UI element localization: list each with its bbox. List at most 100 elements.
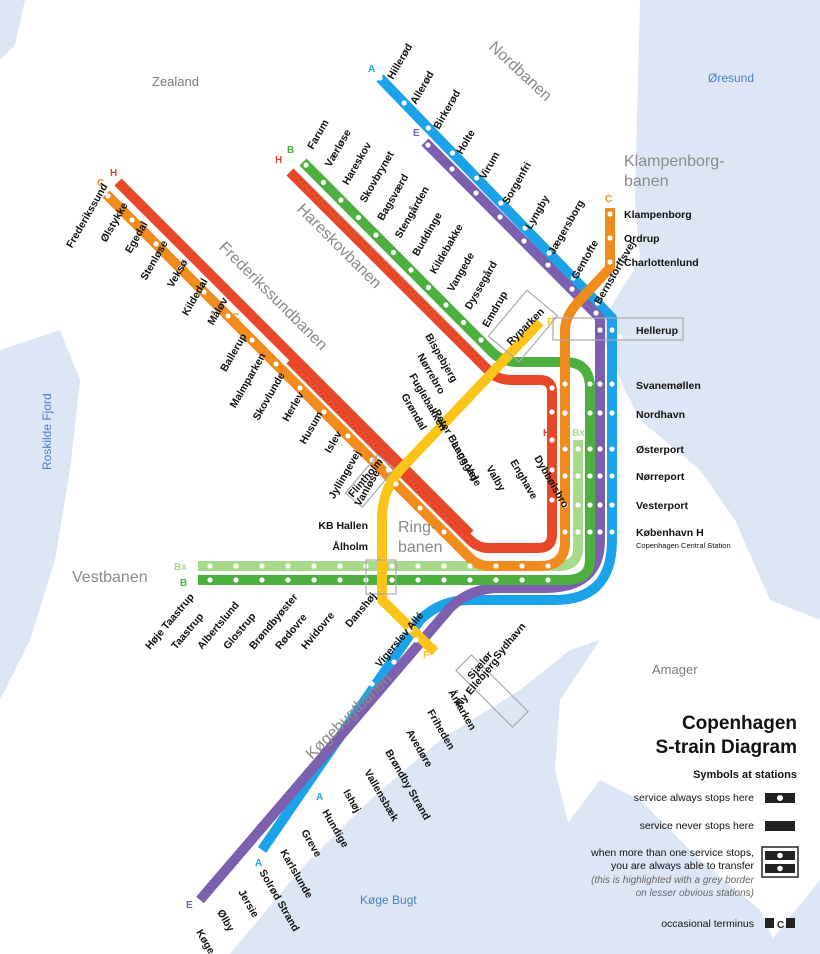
- letter-f-ryp: F: [547, 317, 553, 328]
- stop-dot: [575, 502, 581, 508]
- stop-dot: [377, 75, 383, 81]
- east-water: [760, 880, 820, 954]
- stop-dot: [320, 179, 327, 186]
- region-zealand: Zealand: [152, 74, 199, 89]
- letter-b-hb: B: [287, 145, 294, 156]
- stop-dot: [413, 637, 419, 643]
- stop-dot: [297, 385, 303, 391]
- stop-dot: [201, 289, 207, 295]
- stop-dot: [391, 659, 397, 665]
- stop-dot: [390, 249, 397, 256]
- line-name-klampenborg-2: banen: [624, 173, 669, 190]
- stop-dot: [473, 190, 479, 196]
- stop-dot: [597, 381, 603, 387]
- legend: Copenhagen S-train Diagram Symbols at st…: [590, 713, 799, 931]
- stop-dot: [493, 563, 499, 569]
- ryparken-box: [487, 289, 559, 363]
- stop-dot: [545, 262, 551, 268]
- legend-note-1: (this is highlighted with a grey border: [591, 875, 755, 886]
- stop-dot: [207, 577, 213, 583]
- line-name-ringbanen-1: Ring-: [398, 519, 436, 536]
- stop-dot: [311, 577, 317, 583]
- station-label: Herlev: [280, 390, 307, 424]
- stop-dot: [259, 791, 265, 797]
- legend-terminus: occasional terminus: [661, 918, 754, 930]
- region-amager: Amager: [652, 662, 698, 677]
- letter-h-ch: H: [110, 168, 117, 179]
- stop-dot: [570, 275, 576, 281]
- letter-h-right: H: [543, 428, 550, 439]
- stop-dot: [237, 813, 243, 819]
- stop-dot: [587, 446, 593, 452]
- station-label: Nørreport: [636, 471, 685, 483]
- stop-dot: [389, 577, 395, 583]
- stop-dot: [519, 577, 525, 583]
- legend-transfer-dot-2: [777, 865, 783, 872]
- stop-dot: [597, 502, 603, 508]
- stop-dot: [401, 100, 407, 106]
- stop-dot: [425, 125, 431, 131]
- station-label: Sydhavn: [491, 621, 528, 662]
- stop-dot: [575, 446, 581, 452]
- line-name-klampenborg-1: Klampenborg-: [624, 153, 725, 170]
- stop-dot: [273, 361, 279, 367]
- station-label: Ølby: [214, 908, 236, 934]
- line-e-purple: [196, 138, 605, 904]
- stop-dot: [449, 166, 455, 172]
- stop-dot: [281, 769, 287, 775]
- stop-dot: [337, 563, 343, 569]
- stop-dot: [597, 327, 603, 333]
- stop-dot: [417, 505, 423, 511]
- stop-dot: [609, 473, 615, 479]
- stop-dot: [474, 175, 480, 181]
- line-ch-red: [114, 178, 474, 538]
- line-h-red: [286, 168, 557, 553]
- station-label: Ordrup: [624, 233, 660, 245]
- line-name-nordbanen: Nordbanen: [485, 38, 554, 104]
- stop-dot: [414, 437, 420, 443]
- stop-dot: [303, 747, 309, 753]
- stop-dot: [303, 162, 309, 168]
- stop-dot: [415, 577, 421, 583]
- legend-never-symbol: [765, 821, 795, 831]
- legend-terminus-symbol-1: [765, 918, 774, 928]
- legend-note-2: on lesser obvious stations): [636, 888, 754, 899]
- stop-dot: [587, 502, 593, 508]
- stop-dot: [493, 577, 499, 583]
- roskilde-fjord-water: [0, 330, 80, 700]
- legend-always: service always stops here: [634, 792, 754, 804]
- stop-dot: [325, 725, 331, 731]
- stop-dot: [545, 563, 551, 569]
- stop-dot: [345, 433, 351, 439]
- stop-dot: [470, 377, 476, 383]
- station-label: Ballerup: [218, 332, 249, 374]
- stop-dot: [587, 381, 593, 387]
- stop-dot: [441, 563, 447, 569]
- stop-dot: [562, 446, 568, 452]
- station-label: Gentofte: [569, 238, 601, 282]
- stop-dot: [357, 497, 363, 503]
- stop-dot: [569, 286, 575, 292]
- stop-dot: [498, 200, 504, 206]
- stop-dot: [575, 473, 581, 479]
- letter-a-top: A: [368, 64, 375, 75]
- line-c-orange: [102, 190, 491, 571]
- stop-dot: [519, 563, 525, 569]
- south-bay-water: [470, 780, 780, 954]
- stop-dot: [385, 649, 391, 655]
- station-label: Klampenborg: [624, 209, 692, 221]
- stop-dot: [319, 715, 325, 721]
- line-c-orange-right: [490, 208, 615, 571]
- stop-dot: [425, 142, 431, 148]
- stop-dot: [575, 410, 581, 416]
- region-roskilde-fjord: Roskilde Fjord: [40, 393, 54, 470]
- stop-dot: [165, 869, 171, 875]
- stop-dot: [207, 563, 213, 569]
- legend-transfer-border: [761, 846, 799, 878]
- transfer-boxes: [344, 289, 684, 728]
- legend-transfer-dot-1: [777, 852, 783, 859]
- stop-dot: [253, 781, 259, 787]
- stop-dot: [587, 410, 593, 416]
- station-label: Copenhagen Central Station: [636, 541, 731, 550]
- stop-dot: [441, 529, 447, 535]
